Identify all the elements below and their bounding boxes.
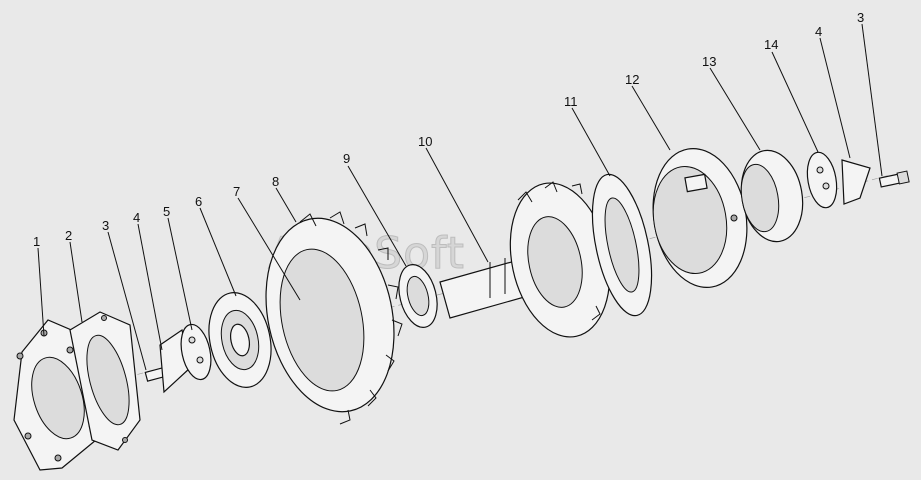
part-2-cover (69, 311, 141, 451)
callout-13: 13 (702, 54, 716, 69)
callout-11: 11 (564, 94, 578, 109)
part-8-large-gear (265, 211, 403, 425)
part-14-disk (806, 151, 838, 209)
callout-4-right: 4 (815, 24, 822, 39)
callout-3-right: 3 (857, 10, 864, 25)
callout-1: 1 (33, 234, 40, 249)
part-9-sleeve (398, 264, 438, 328)
callout-4: 4 (133, 210, 140, 225)
callout-8: 8 (272, 174, 279, 189)
part-3-bolt-right (878, 170, 910, 188)
callout-7: 7 (233, 184, 240, 199)
part-4-lockplate-right (841, 159, 871, 205)
callout-2: 2 (65, 228, 72, 243)
callout-3: 3 (102, 218, 109, 233)
callout-10: 10 (418, 134, 432, 149)
part-11-gasket (591, 173, 653, 317)
callout-12: 12 (625, 72, 639, 87)
part-12-housing (652, 148, 748, 288)
callout-6: 6 (195, 194, 202, 209)
callout-14: 14 (764, 37, 778, 52)
leader-lines (37, 23, 883, 371)
callout-labels: 1 2 3 4 5 6 7 8 9 10 11 12 13 14 4 3 (33, 10, 864, 249)
callout-9: 9 (343, 151, 350, 166)
part-6-bearing (208, 292, 272, 388)
callout-5: 5 (163, 204, 170, 219)
part-5-washer (180, 323, 212, 381)
part-13-cup (740, 149, 804, 243)
